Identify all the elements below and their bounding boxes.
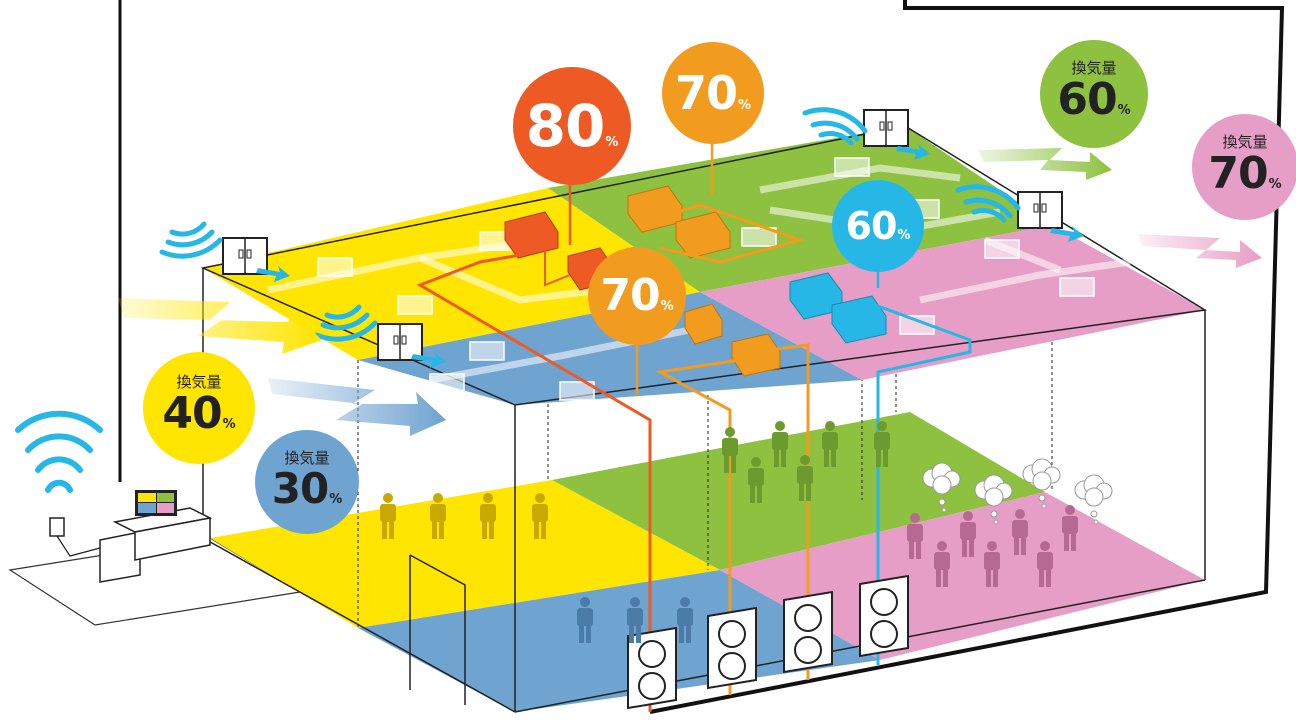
monitor: [135, 490, 177, 516]
badge-green-zone-percent: %: [1117, 103, 1131, 118]
building-frame: [118, 0, 1285, 714]
signal-waves: [159, 107, 1021, 342]
indoor-units-orange: [627, 185, 781, 377]
badge-unit-orange-mid-percent: %: [660, 299, 674, 314]
upper-zone-pink: [700, 225, 1205, 380]
badge-blue-zone-percent: %: [329, 492, 343, 507]
badge-pink-zone-label: 換気量: [1222, 133, 1268, 151]
ceiling-units: [317, 157, 1095, 401]
vent-small-arrows: [256, 144, 1084, 368]
badge-yellow-zone-percent: %: [222, 417, 236, 432]
lower-zone-pink: [720, 492, 1205, 660]
door: [409, 554, 466, 705]
badge-unit-orange-top-percent: %: [737, 98, 752, 113]
remote-control-station: [15, 410, 213, 583]
badge-unit-orange-top-value: 70: [674, 66, 738, 120]
badge-green-zone-value: 60: [1057, 74, 1117, 125]
badge-green-zone: 換気量 60%: [1040, 40, 1148, 148]
badge-unit-red-value: 80: [525, 92, 606, 160]
airflow-arrow-yellow: [118, 298, 322, 354]
badge-unit-orange-mid-value: 70: [600, 270, 660, 321]
badge-unit-cyan-value: 60: [845, 204, 898, 248]
desk: [99, 507, 213, 583]
badge-unit-orange-mid: 70%: [588, 247, 686, 345]
badge-pink-zone-value: 70: [1208, 148, 1268, 199]
airflow-arrow-green: [978, 148, 1112, 180]
indoor-units-cyan: [789, 272, 887, 344]
badge-blue-zone-label: 換気量: [284, 449, 330, 467]
badge-blue-zone-value: 30: [271, 464, 329, 513]
badge-unit-orange-top: 70%: [662, 42, 764, 144]
badge-green-zone-label: 換気量: [1071, 59, 1117, 77]
pipes: [416, 203, 972, 712]
badge-unit-cyan: 60%: [832, 180, 924, 272]
badge-yellow-zone-label: 換気量: [176, 373, 222, 391]
badge-pink-zone-percent: %: [1268, 177, 1282, 192]
airflow-arrow-pink: [1138, 234, 1262, 268]
airflow-arrow-blue: [268, 378, 446, 436]
badge-pink-zone: 換気量 70%: [1192, 114, 1296, 220]
wall-controller: [49, 517, 65, 537]
airflow-arrows: [118, 148, 1262, 436]
badge-unit-red: 80%: [513, 67, 631, 185]
lower-zone-green: [552, 412, 1045, 570]
remote-signal-icon: [15, 410, 103, 493]
badge-yellow-zone: 換気量 40%: [143, 352, 255, 464]
badge-yellow-zone-value: 40: [162, 388, 222, 439]
badge-unit-cyan-percent: %: [897, 228, 911, 243]
badge-unit-red-percent: %: [605, 135, 619, 150]
badge-blue-zone: 換気量 30%: [255, 430, 359, 534]
